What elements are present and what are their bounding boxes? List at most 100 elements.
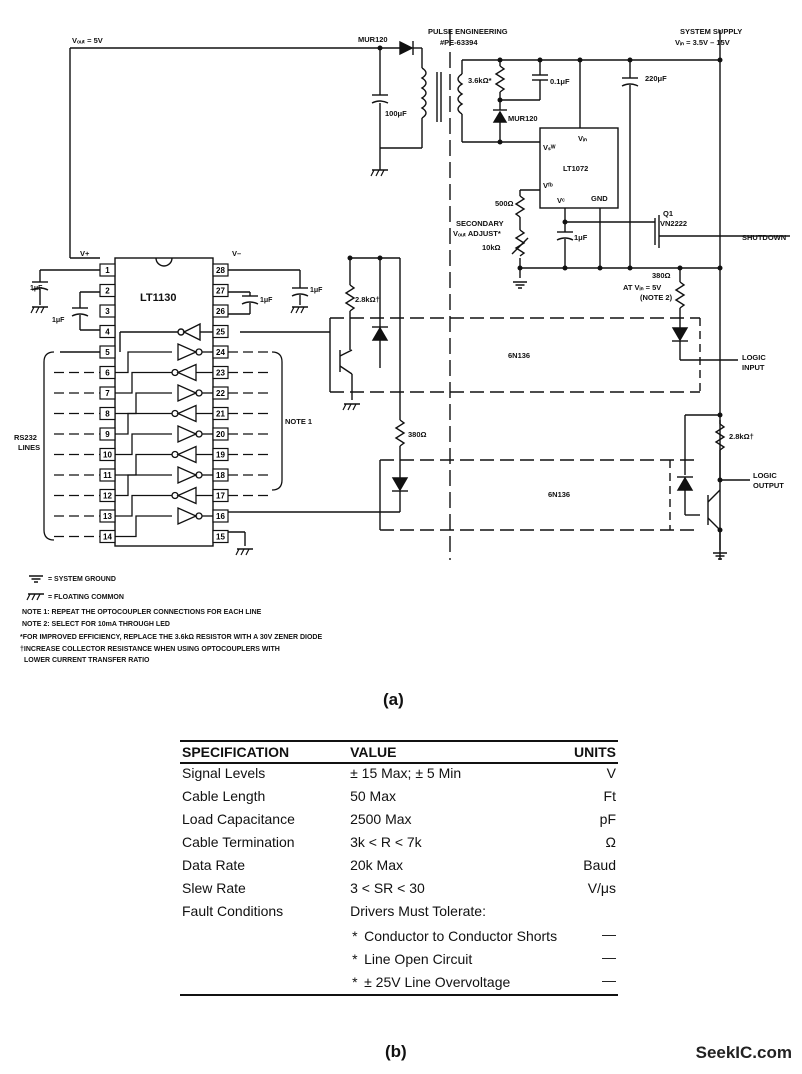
- vin-range-label: Vᵢₙ = 3.5V – 15V: [675, 38, 730, 47]
- spec-name: Fault Conditions: [182, 903, 284, 919]
- pin-number-right: 22: [216, 389, 225, 398]
- spec-name: Cable Length: [182, 788, 266, 804]
- spec-unit: —: [602, 949, 616, 965]
- secondary-label: SECONDARY: [456, 219, 504, 228]
- spec-value: Drivers Must Tolerate:: [350, 903, 486, 919]
- spec-row: Cable Termination 3k < R < 7k Ω: [180, 833, 618, 856]
- cap-01uf-label: 0.1μF: [550, 77, 570, 86]
- spec-unit: Ft: [603, 788, 616, 804]
- opto-top-label: 6N136: [508, 351, 530, 360]
- pin-number-right: 18: [216, 471, 225, 480]
- line-receiver: [176, 445, 197, 464]
- vout-adjust-label: Vₒᵤₜ ADJUST*: [453, 229, 501, 238]
- pin-number-right: 19: [216, 451, 225, 460]
- lt1072-label: LT1072: [563, 164, 588, 173]
- vplus-label: V+: [80, 249, 90, 258]
- pin-number-left: 2: [105, 287, 110, 296]
- pin-box-left: [99, 283, 116, 298]
- pin-number-left: 9: [105, 430, 110, 439]
- header-specification: SPECIFICATION: [180, 740, 349, 764]
- res-380-left-label: 380Ω: [408, 430, 427, 439]
- pin-number-left: 4: [105, 328, 110, 337]
- note1-tag: NOTE 1: [285, 417, 312, 426]
- spec-unit: —: [572, 971, 618, 996]
- pin-number-left: 5: [105, 348, 110, 357]
- pulse-engineering-label: PULSE ENGINEERING: [428, 27, 508, 36]
- rs232-label-1: RS232: [14, 433, 37, 442]
- line-driver: [177, 465, 198, 485]
- logic-input-label-2: INPUT: [742, 363, 765, 372]
- pin-box-right: [212, 529, 229, 544]
- pin-number-right: 20: [216, 430, 225, 439]
- line-driver: [177, 424, 198, 444]
- pin-number-left: 1: [105, 266, 110, 275]
- vc-pin-label: Vᶜ: [557, 196, 565, 205]
- res-28k-left-label: 2.8kΩ†: [355, 295, 380, 304]
- spec-unit: Baud: [583, 857, 616, 873]
- lt1130-label: LT1130: [140, 292, 177, 304]
- shutdown-label: SHUTDOWN: [742, 233, 786, 242]
- pin-box-left: [99, 263, 116, 277]
- spec-unit: Ω: [605, 834, 616, 850]
- spec-row: Conductor to Conductor Shorts —: [180, 925, 618, 948]
- pin-box-left: [99, 304, 116, 318]
- spec-value: ± 15 Max; ± 5 Min: [350, 765, 462, 781]
- spec-unit: —: [602, 926, 616, 942]
- pin-number-right: 27: [216, 287, 225, 296]
- line-driver: [177, 383, 198, 403]
- spec-table-header: SPECIFICATION VALUE UNITS: [180, 740, 618, 764]
- spec-row: ± 25V Line Overvoltage—: [180, 971, 618, 996]
- spec-unit: pF: [599, 811, 616, 827]
- pin-box-right: [212, 263, 229, 277]
- legend-dagger-note-1: †INCREASE COLLECTOR RESISTANCE WHEN USIN…: [20, 646, 280, 653]
- pin-number-left: 7: [105, 389, 110, 398]
- fault-item: Line Open Circuit: [350, 951, 570, 967]
- vin-pin-label: Vᵢₙ: [578, 134, 587, 143]
- line-driver: [177, 506, 198, 526]
- spec-name: Load Capacitance: [182, 811, 295, 827]
- q1-label: Q1: [663, 209, 673, 218]
- pin-number-right: 21: [216, 410, 225, 419]
- pin-number-left: 13: [103, 512, 112, 521]
- legend-star-note: *FOR IMPROVED EFFICIENCY, REPLACE THE 3.…: [20, 634, 322, 641]
- spec-unit: V: [606, 765, 616, 781]
- vfb-pin-label: Vᶠᵇ: [543, 181, 553, 190]
- res-380-right-label: 380Ω: [652, 271, 671, 280]
- spec-value: 3k < R < 7k: [350, 834, 422, 850]
- pin-number-right: 17: [216, 492, 225, 501]
- cap-1uf-vc-label: 1μF: [574, 233, 588, 242]
- pin-number-left: 10: [103, 451, 112, 460]
- spec-name: Cable Termination: [182, 834, 295, 850]
- pin-number-right: 28: [216, 266, 225, 275]
- spec-value: 2500 Max: [350, 811, 412, 827]
- line-receiver: [176, 404, 197, 423]
- cap-1uf-left-top: 1μF: [30, 285, 43, 292]
- pin-box-left: [99, 345, 116, 359]
- rs232-label-2: LINES: [18, 443, 40, 452]
- fault-item: Conductor to Conductor Shorts: [350, 928, 570, 944]
- system-supply-label: SYSTEM SUPPLY: [680, 27, 742, 36]
- cap-1uf-right-top: 1μF: [310, 287, 323, 294]
- pin-box-left: [99, 324, 116, 339]
- pin-box-right: [212, 509, 229, 523]
- spec-value: 3 < SR < 30: [350, 880, 425, 896]
- logic-input-label-1: LOGIC: [742, 353, 766, 362]
- pin-number-right: 15: [216, 533, 225, 542]
- line-driver: [177, 342, 198, 362]
- spec-table: SPECIFICATION VALUE UNITS Signal Levels±…: [180, 740, 618, 996]
- header-value: VALUE: [348, 740, 572, 764]
- watermark: SeekIC.com: [695, 1043, 792, 1062]
- legend-note2: NOTE 2: SELECT FOR 10mA THROUGH LED: [22, 621, 170, 628]
- legend-note1: NOTE 1: REPEAT THE OPTOCOUPLER CONNECTIO…: [22, 609, 262, 616]
- at-vin-label: AT Vᵢₙ = 5V: [623, 283, 661, 292]
- res-500-label: 500Ω: [495, 199, 514, 208]
- pin-number-left: 6: [105, 369, 110, 378]
- pin-number-right: 23: [216, 369, 225, 378]
- pin-number-left: 3: [105, 307, 110, 316]
- pin-number-right: 16: [216, 512, 225, 521]
- line-receiver: [176, 486, 197, 505]
- pin-number-right: 26: [216, 307, 225, 316]
- legend-dagger-note-2: LOWER CURRENT TRANSFER RATIO: [24, 657, 150, 664]
